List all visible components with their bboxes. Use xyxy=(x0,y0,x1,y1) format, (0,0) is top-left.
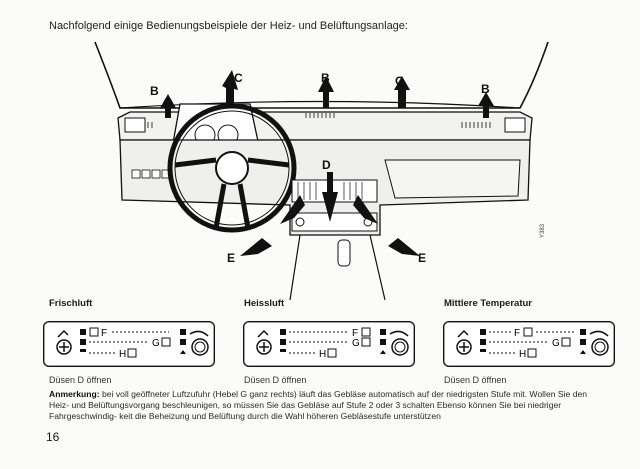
control-panel-frischluft: F G H xyxy=(43,321,215,367)
lever-f-label: F xyxy=(101,328,107,339)
duse-text-2: Düsen D öffnen xyxy=(244,375,307,385)
control-panel-heissluft: F G H xyxy=(243,321,415,367)
duse-text-3: Düsen D öffnen xyxy=(444,375,507,385)
note-text: bei voll geöffneter Luftzufuhr (Hebel G … xyxy=(49,389,588,421)
lever-f-label: F xyxy=(514,328,520,339)
lever-g-label: G xyxy=(152,338,160,349)
label-b-center: B xyxy=(321,71,330,85)
panel-title-heissluft: Heissluft xyxy=(244,298,285,309)
label-e-right: E xyxy=(418,251,426,265)
duse-text-1: Düsen D öffnen xyxy=(49,375,112,385)
label-e-left: E xyxy=(227,251,235,265)
control-panel-mittlere: F G H xyxy=(443,321,615,367)
label-b-right: B xyxy=(481,82,490,96)
lever-h-label: H xyxy=(119,349,126,360)
lever-g-label: G xyxy=(552,338,560,349)
lever-h-label: H xyxy=(319,349,326,360)
note-paragraph: Anmerkung: bei voll geöffneter Luftzufuh… xyxy=(49,389,609,422)
label-c-left: C xyxy=(234,71,243,85)
lever-h-label: H xyxy=(519,349,526,360)
intro-text: Nachfolgend einige Bedienungsbeispiele d… xyxy=(49,20,408,32)
panel-title-frischluft: Frischluft xyxy=(49,298,93,309)
note-lead: Anmerkung: xyxy=(49,389,100,399)
dashboard-diagram: B C B C B D E E xyxy=(94,41,549,300)
label-c-right: C xyxy=(395,74,404,88)
image-code: Y383 xyxy=(540,223,546,238)
lever-g-label: G xyxy=(352,338,360,349)
lever-f-label: F xyxy=(352,328,358,339)
label-d: D xyxy=(322,158,331,172)
page-number: 16 xyxy=(46,430,60,444)
panel-title-mittlere: Mittlere Temperatur xyxy=(444,298,532,309)
label-b-left: B xyxy=(150,84,159,98)
